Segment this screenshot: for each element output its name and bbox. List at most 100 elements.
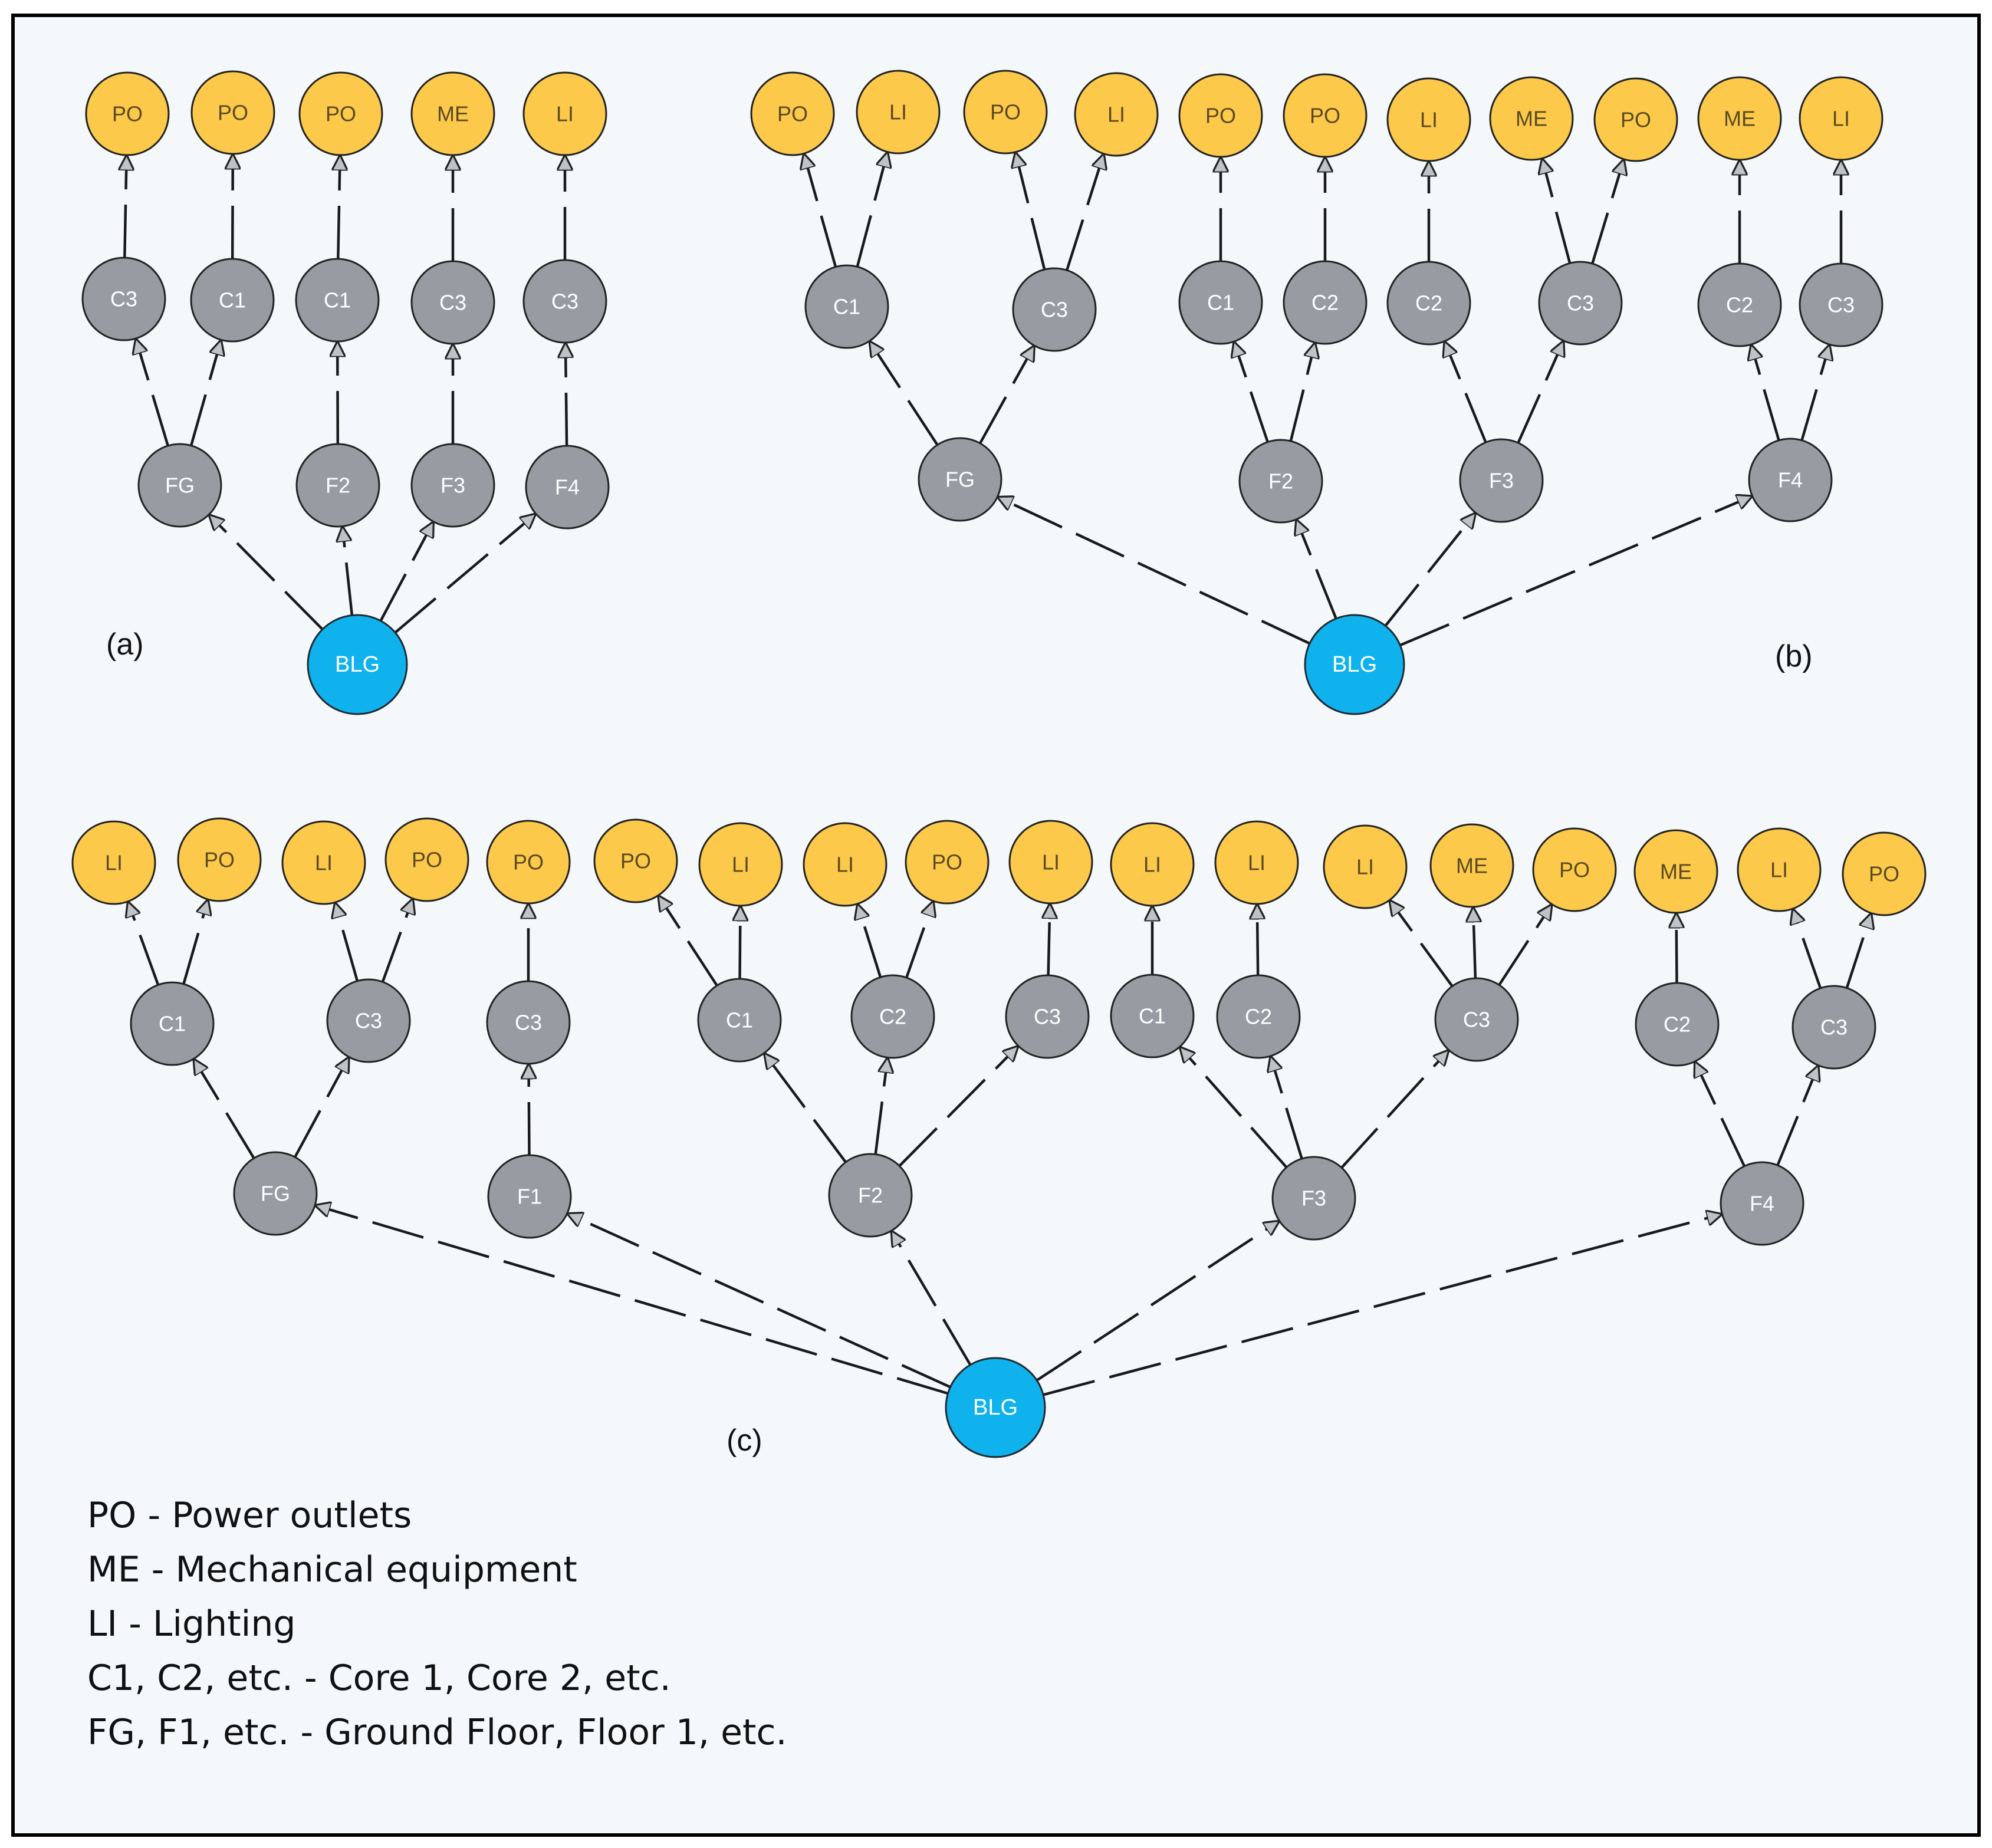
load-node-shape bbox=[1489, 76, 1574, 161]
core-node: C2 bbox=[850, 974, 935, 1059]
edge-floor-core bbox=[1517, 342, 1563, 444]
core-node: C2 bbox=[1283, 260, 1368, 345]
load-node-shape bbox=[190, 70, 275, 155]
load-node-shape bbox=[384, 817, 469, 902]
core-node: C1 bbox=[295, 258, 380, 343]
load-node: LI bbox=[803, 822, 887, 907]
load-node-label: LI bbox=[1356, 855, 1374, 879]
edge-floor-core bbox=[529, 1065, 530, 1156]
edge-core-load bbox=[336, 903, 359, 982]
edge-floor-core bbox=[765, 1054, 847, 1163]
load-node-shape bbox=[1633, 829, 1718, 914]
load-node: LI bbox=[1799, 76, 1883, 161]
edge-root-floor bbox=[1384, 514, 1475, 627]
load-node-shape bbox=[905, 820, 990, 905]
core-node-shape bbox=[522, 259, 607, 344]
load-node-shape bbox=[698, 822, 783, 907]
load-node-label: LI bbox=[732, 853, 750, 877]
edge-core-load bbox=[804, 154, 837, 268]
load-node-label: PO bbox=[1620, 108, 1651, 132]
core-node-shape bbox=[1538, 261, 1623, 346]
edge-core-load bbox=[129, 903, 160, 985]
edge-core-load bbox=[232, 155, 233, 259]
core-node-shape bbox=[486, 980, 571, 1065]
core-node-label: C1 bbox=[1139, 1004, 1166, 1028]
edge-core-load bbox=[858, 905, 882, 978]
core-node: C3 bbox=[1538, 261, 1623, 346]
load-node: LI bbox=[1323, 824, 1408, 909]
edge-floor-core bbox=[337, 343, 338, 445]
core-node-shape bbox=[1635, 982, 1720, 1067]
floor-node-shape bbox=[828, 1153, 913, 1238]
edge-root-floor bbox=[1043, 1215, 1721, 1396]
load-node-shape bbox=[1178, 73, 1263, 158]
floor-node: F2 bbox=[1238, 439, 1323, 524]
building-root-node-shape bbox=[945, 1357, 1046, 1458]
core-node: C3 bbox=[1792, 985, 1876, 1070]
edge-core-load bbox=[1543, 160, 1572, 264]
core-node-shape bbox=[850, 974, 935, 1059]
floor-node: F4 bbox=[1720, 1161, 1804, 1246]
load-node-shape bbox=[1737, 827, 1822, 912]
floor-node-label: FG bbox=[165, 473, 195, 498]
load-node-shape bbox=[71, 820, 156, 905]
floor-node-shape bbox=[918, 437, 1002, 522]
core-node-shape bbox=[804, 264, 889, 349]
panel-label: (b) bbox=[1775, 639, 1813, 673]
floor-node-shape bbox=[1238, 439, 1323, 524]
floor-node: F4 bbox=[525, 445, 610, 530]
core-node-label: C1 bbox=[726, 1008, 753, 1032]
floor-node-label: F4 bbox=[555, 475, 580, 499]
core-node-shape bbox=[697, 978, 782, 1063]
load-node-label: PO bbox=[1310, 104, 1340, 128]
load-node-label: PO bbox=[412, 848, 442, 872]
edge-floor-core bbox=[1776, 1067, 1817, 1166]
load-node-label: PO bbox=[1559, 858, 1590, 882]
edge-floor-core bbox=[1695, 1063, 1746, 1167]
floor-node-label: FG bbox=[945, 468, 975, 492]
floor-node-shape bbox=[525, 445, 610, 530]
core-node: C3 bbox=[1005, 974, 1090, 1059]
load-node-label: PO bbox=[1869, 862, 1899, 886]
core-node-label: C3 bbox=[1567, 291, 1594, 315]
core-node-shape bbox=[1012, 267, 1097, 352]
core-node-label: C3 bbox=[515, 1011, 542, 1035]
edge-root-floor bbox=[394, 515, 535, 634]
load-node: LI bbox=[522, 71, 607, 156]
load-node-shape bbox=[1214, 820, 1299, 905]
edge-core-load bbox=[381, 900, 413, 982]
panel-label: (a) bbox=[106, 627, 144, 662]
floor-node-label: F4 bbox=[1778, 468, 1803, 492]
core-node: C3 bbox=[486, 980, 571, 1065]
edge-core-load bbox=[1257, 905, 1258, 976]
load-node-shape bbox=[593, 818, 678, 903]
load-node-label: ME bbox=[1660, 860, 1692, 884]
core-node-label: C3 bbox=[1827, 293, 1855, 317]
load-node: LI bbox=[1110, 822, 1195, 907]
edge-core-load bbox=[1845, 914, 1871, 989]
edge-core-load bbox=[1591, 160, 1623, 264]
load-node: PO bbox=[384, 817, 469, 902]
building-root-node: BLG bbox=[1304, 614, 1405, 715]
load-node-label: LI bbox=[105, 851, 123, 875]
load-node: PO bbox=[1532, 827, 1617, 912]
load-node-shape bbox=[1323, 824, 1408, 909]
floor-node-label: F2 bbox=[1268, 469, 1293, 494]
load-node-label: PO bbox=[777, 102, 808, 126]
floor-node: F4 bbox=[1748, 438, 1833, 522]
load-node: PO bbox=[298, 71, 383, 156]
core-node: C1 bbox=[1178, 260, 1263, 345]
edge-floor-core bbox=[979, 347, 1034, 444]
edge-floor-core bbox=[1271, 1057, 1303, 1159]
edge-core-load bbox=[1048, 905, 1050, 976]
core-node: C2 bbox=[1635, 982, 1720, 1067]
floor-node-shape bbox=[295, 443, 380, 528]
core-node-label: C3 bbox=[355, 1009, 382, 1033]
load-node-label: PO bbox=[1205, 104, 1236, 128]
edge-core-load bbox=[740, 907, 741, 979]
load-node-shape bbox=[1799, 76, 1883, 161]
floor-node: FG bbox=[233, 1151, 318, 1236]
core-node: C1 bbox=[130, 981, 215, 1066]
load-node-label: PO bbox=[620, 849, 651, 873]
